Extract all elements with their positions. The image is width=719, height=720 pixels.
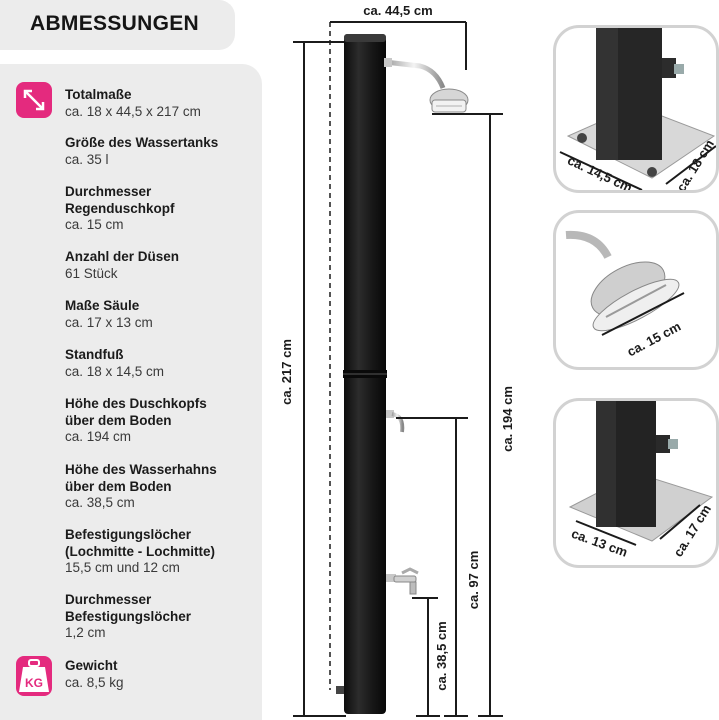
spec-tank-size: Größe des Wassertanks ca. 35 l (65, 135, 255, 168)
total-height-dimension: ca. 217 cm (279, 41, 346, 717)
spec-label: Standfuß (65, 347, 124, 362)
width-label: ca. 44,5 cm (363, 3, 432, 18)
spec-nozzle-count: Anzahl der Düsen 61 Stück (65, 249, 255, 282)
spec-head-diameter: Durchmesser Regenduschkopf ca. 15 cm (65, 184, 255, 234)
spec-value: ca. 38,5 cm (65, 495, 135, 510)
spec-total-dimensions: Totalmaße ca. 18 x 44,5 x 217 cm (65, 87, 255, 120)
inset-base: ca. 14,5 cm ca. 18 cm (553, 25, 719, 193)
spec-value: 15,5 cm und 12 cm (65, 560, 180, 575)
rain-shower-head (384, 58, 469, 113)
spec-column-size: Maße Säule ca. 17 x 13 cm (65, 298, 255, 331)
spec-value: 61 Stück (65, 265, 118, 281)
shower-height-label: ca. 194 cm (500, 386, 515, 452)
shower-diagram: ca. 44,5 cm ca. 217 cm ca. 194 cm ca. 97… (279, 3, 515, 717)
spec-base-size: Standfuß ca. 18 x 14,5 cm (65, 347, 255, 380)
inset-column: ca. 13 cm ca. 17 cm (553, 398, 719, 568)
spec-label: Höhe des Duschkopfs über dem Boden (65, 396, 207, 428)
spec-hole-diameter: Durchmesser Befestigungslöcher 1,2 cm (65, 592, 255, 642)
spec-label: Gewicht (65, 658, 118, 673)
spec-value: ca. 18 x 14,5 cm (65, 363, 165, 379)
spec-value: ca. 15 cm (65, 217, 124, 232)
spec-weight: Gewicht ca. 8,5 kg (65, 658, 255, 691)
middle-tap-height-label: ca. 97 cm (466, 551, 481, 610)
spec-label: Größe des Wassertanks (65, 135, 219, 150)
tap-height-label: ca. 38,5 cm (434, 621, 449, 690)
title-box: ABMESSUNGEN (0, 0, 235, 50)
spec-value: ca. 194 cm (65, 429, 132, 444)
spec-value: ca. 35 l (65, 151, 109, 167)
spec-label: Durchmesser Befestigungslöcher (65, 592, 192, 624)
dimensions-icon (16, 82, 52, 118)
specs-panel (0, 64, 262, 720)
spec-value: ca. 18 x 44,5 x 217 cm (65, 103, 201, 119)
drain-plug (336, 686, 344, 694)
spec-value: 1,2 cm (65, 625, 106, 640)
middle-tap-height-dimension: ca. 97 cm (396, 417, 481, 717)
spec-value: ca. 8,5 kg (65, 674, 124, 690)
head-diameter-label: ca. 15 cm (625, 319, 684, 360)
spec-label: Maße Säule (65, 298, 140, 313)
spec-shower-height: Höhe des Duschkopfs über dem Boden ca. 1… (65, 396, 255, 446)
spec-label: Anzahl der Düsen (65, 249, 180, 264)
tap-height-dimension: ca. 38,5 cm (412, 597, 449, 717)
spec-mounting-holes: Befestigungslöcher (Lochmitte - Lochmitt… (65, 527, 255, 577)
bottom-faucet (386, 567, 419, 595)
spec-tap-height: Höhe des Wasserhahns über dem Boden ca. … (65, 462, 255, 512)
page-title: ABMESSUNGEN (30, 12, 199, 35)
spec-label: Totalmaße (65, 87, 132, 102)
width-dimension: ca. 44,5 cm (330, 3, 467, 70)
middle-tap (386, 410, 405, 433)
spec-value: ca. 17 x 13 cm (65, 314, 153, 330)
total-height-label: ca. 217 cm (279, 339, 294, 405)
shower-height-dimension: ca. 194 cm (432, 113, 515, 717)
inset-shower-head: ca. 15 cm (553, 210, 719, 370)
spec-label: Höhe des Wasserhahns über dem Boden (65, 462, 217, 494)
weight-icon-label: KG (25, 676, 43, 690)
spec-label: Befestigungslöcher (Lochmitte - Lochmitt… (65, 527, 215, 559)
spec-label: Durchmesser Regenduschkopf (65, 184, 175, 216)
weight-icon: KG (16, 656, 52, 696)
